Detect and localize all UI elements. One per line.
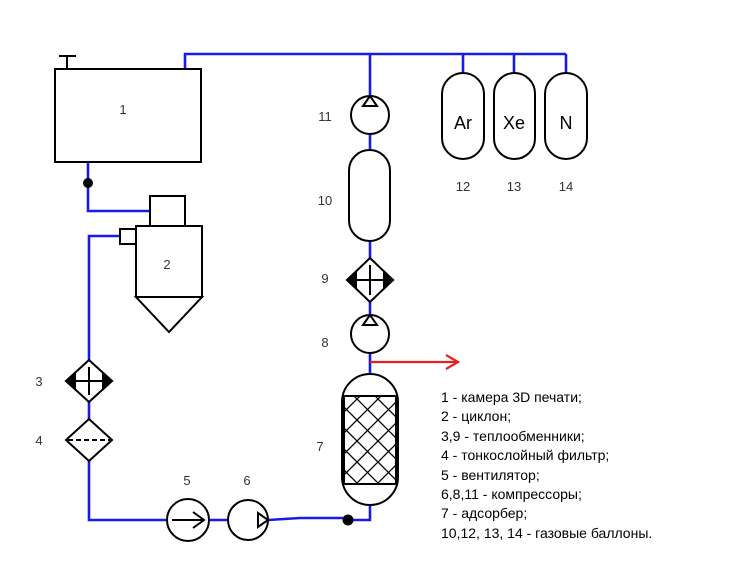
fine-filter [64,417,114,463]
label-4: 4 [35,433,42,448]
heat-exchanger-right [345,256,395,304]
gas-cylinder-10 [348,149,391,242]
label-10: 10 [318,193,332,208]
legend-item: 5 - вентилятор; [441,466,540,483]
label-5: 5 [183,473,190,488]
label-12: 12 [456,179,470,194]
junction-dot-chamber [83,178,93,188]
adsorber [341,373,399,506]
legend-item: 4 - тонкослойный фильтр; [441,447,610,464]
compressor-11 [350,94,390,135]
label-2: 2 [163,257,170,272]
cylinder-n: N [544,72,588,160]
label-3: 3 [35,374,42,389]
heat-exchanger-left [64,358,114,404]
legend-item: 1 - камера 3D печати; [441,389,582,405]
cylinder-n-label: N [560,113,573,133]
legend-item: 7 - адсорбер; [441,505,528,522]
pipe-chamber-to-cyclone [86,162,150,213]
pipe-cyclone-to-hx3 [87,234,120,362]
cylinder-ar: Ar [441,72,485,160]
pipe-comp6-to-junction [267,516,348,522]
cylinder-xe: Xe [493,72,536,160]
outlet-arrow [370,354,461,370]
label-13: 13 [507,179,521,194]
legend-item: 3,9 - теплообменники; [441,427,585,444]
printing-chamber [54,55,202,163]
junction-dot-bottom [342,514,354,526]
label-11: 11 [318,109,332,124]
label-6: 6 [243,473,250,488]
pipe-filter4-to-fan5 [87,460,167,522]
label-1: 1 [119,102,126,117]
legend-item: 10,12, 13, 14 - газовые баллоны. [441,524,653,541]
cyclone [119,195,205,334]
legend-item: 2 - циклон; [441,408,512,425]
fan [166,498,210,542]
legend-item: 6,8,11 - компрессоры; [441,486,582,503]
legend: 1 - камера 3D печати; 2 - циклон; 3,9 - … [441,388,652,543]
compressor-6 [227,499,270,541]
cylinder-ar-label: Ar [454,113,472,133]
compressor-8 [350,313,390,354]
label-9: 9 [321,271,328,286]
pipe-top-header [183,52,566,69]
label-7: 7 [316,439,323,454]
label-14: 14 [559,179,573,194]
pipe-7-to-junction [348,505,372,522]
cylinder-xe-label: Xe [503,113,525,133]
label-8: 8 [321,335,328,350]
